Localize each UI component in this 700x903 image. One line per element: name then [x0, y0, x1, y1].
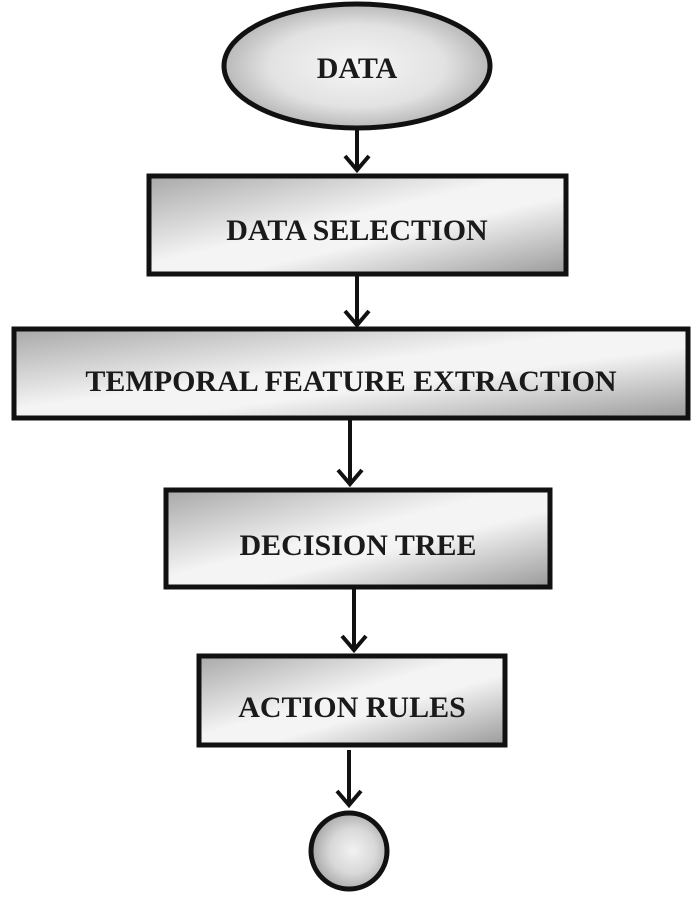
step-data-selection: DATA SELECTION — [146, 173, 569, 277]
step-data-selection-label: DATA SELECTION — [226, 214, 488, 247]
arrow-action-rules-to-end — [335, 750, 363, 809]
step-decision-tree-label: DECISION TREE — [239, 529, 476, 562]
start-node-data: DATA — [221, 1, 493, 131]
arrow-start-to-data-selection — [343, 130, 371, 174]
arrow-data-selection-to-temporal-feature-extraction — [343, 276, 371, 329]
arrow-temporal-feature-extraction-to-decision-tree — [336, 420, 364, 488]
step-action-rules-label: ACTION RULES — [238, 691, 466, 724]
arrow-decision-tree-to-action-rules — [340, 589, 368, 654]
step-action-rules: ACTION RULES — [196, 653, 508, 748]
step-temporal-feature-extraction: TEMPORAL FEATURE EXTRACTION — [11, 326, 691, 421]
step-temporal-feature-extraction-label: TEMPORAL FEATURE EXTRACTION — [85, 365, 617, 398]
start-node-label: DATA — [317, 52, 398, 85]
end-node — [308, 810, 390, 892]
step-decision-tree: DECISION TREE — [163, 487, 553, 590]
